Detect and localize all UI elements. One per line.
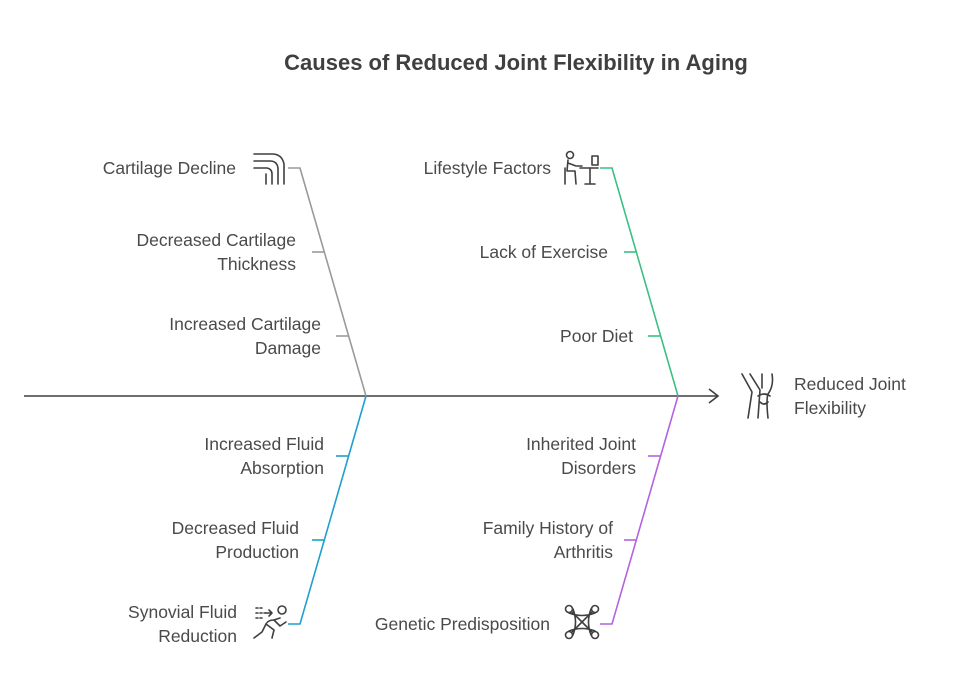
running-person-icon	[253, 605, 287, 639]
branch-head-cartilage: Cartilage Decline	[102, 158, 236, 178]
branch-genetic	[600, 395, 679, 625]
cause-synovial-1-line1: Increased Fluid	[204, 434, 324, 454]
branch-lifestyle-line	[600, 167, 679, 397]
knee-joint-icon	[741, 373, 774, 419]
cause-genetic-1-line2: Disorders	[561, 458, 636, 478]
cause-synovial-2: Decreased Fluid Production	[100, 516, 299, 564]
cause-genetic-2-line2: Arthritis	[553, 542, 613, 562]
cause-lifestyle-1: Lack of Exercise	[479, 242, 608, 262]
diagram-title: Causes of Reduced Joint Flexibility in A…	[284, 50, 748, 75]
branch-head-synovial-line1: Synovial Fluid	[128, 602, 237, 622]
effect-label-line2: Flexibility	[794, 398, 866, 418]
branch-head-lifestyle: Lifestyle Factors	[423, 158, 551, 178]
cause-cartilage-1: Decreased Cartilage Thickness	[80, 228, 296, 276]
cause-genetic-2-line1: Family History of	[482, 518, 613, 538]
cause-genetic-1-line1: Inherited Joint	[526, 434, 636, 454]
cause-cartilage-2-line1: Increased Cartilage	[169, 314, 321, 334]
cause-synovial-1: Increased Fluid Absorption	[120, 432, 324, 480]
cause-cartilage-1-line1: Decreased Cartilage	[136, 230, 296, 250]
cause-genetic-1: Inherited Joint Disorders	[440, 432, 636, 480]
branch-head-synovial-line2: Reduction	[158, 626, 237, 646]
branch-cartilage	[288, 167, 367, 397]
person-at-desk-icon	[564, 150, 599, 185]
cause-synovial-2-line1: Decreased Fluid	[171, 518, 299, 538]
effect-label-line1: Reduced Joint	[794, 374, 906, 394]
effect-label: Reduced Joint Flexibility	[794, 372, 906, 420]
spine-arrowhead	[708, 388, 720, 404]
branch-head-genetic: Genetic Predisposition	[374, 614, 550, 634]
dna-network-icon	[564, 604, 600, 640]
branch-head-synovial: Synovial Fluid Reduction	[60, 600, 237, 648]
branch-synovial	[288, 395, 367, 625]
cause-genetic-2: Family History of Arthritis	[420, 516, 613, 564]
knee-icon	[253, 153, 285, 185]
branch-synovial-line	[288, 395, 367, 625]
cause-cartilage-1-line2: Thickness	[217, 254, 296, 274]
cause-lifestyle-2: Poor Diet	[560, 326, 633, 346]
branch-cartilage-line	[288, 167, 367, 397]
cause-cartilage-2-line2: Damage	[254, 338, 321, 358]
cause-synovial-1-line2: Absorption	[240, 458, 324, 478]
branch-genetic-line	[600, 395, 679, 625]
cause-synovial-2-line2: Production	[215, 542, 299, 562]
branch-lifestyle	[600, 167, 679, 397]
cause-cartilage-2: Increased Cartilage Damage	[100, 312, 321, 360]
